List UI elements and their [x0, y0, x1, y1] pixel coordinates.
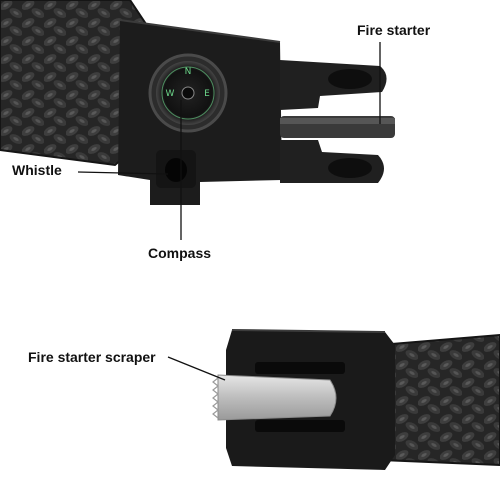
label-whistle: Whistle [12, 162, 62, 178]
label-fire-starter: Fire starter [357, 22, 431, 38]
paracord-band-bottom [379, 333, 500, 467]
whistle-icon [156, 150, 196, 188]
leader-lines-bottom [167, 356, 226, 381]
svg-text:E: E [204, 89, 210, 99]
label-compass: Compass [148, 245, 212, 261]
svg-text:W: W [166, 89, 175, 99]
buckle-bottom [212, 329, 395, 470]
leader-lines-top [77, 42, 381, 240]
svg-text:N: N [185, 67, 192, 77]
label-fire-starter-scraper: Fire starter scraper [28, 349, 156, 365]
compass-icon: N E W [148, 53, 228, 133]
